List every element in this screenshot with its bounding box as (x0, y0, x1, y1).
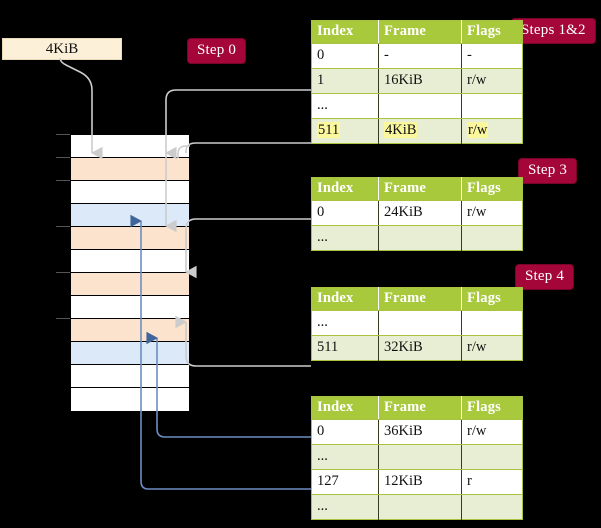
badge-step4: Step 4 (516, 265, 574, 289)
source-frame-box: 4KiB (2, 38, 122, 60)
table-row: 0-- (311, 43, 523, 69)
table-cell (461, 310, 523, 336)
memory-frame-row (71, 342, 189, 365)
table-cell: 16KiB (378, 68, 462, 94)
table-cell: 0 (311, 200, 379, 226)
column-header-frame: Frame (378, 20, 462, 44)
memory-frame-row (71, 135, 189, 158)
table-cell: r (461, 469, 523, 495)
table-row: 511 4KiB r/w (311, 118, 523, 144)
memory-frame-row (71, 250, 189, 273)
table-cell: 0 (311, 419, 379, 445)
memory-frame-row (71, 319, 189, 342)
column-header-frame: Frame (378, 287, 462, 311)
table-cell: r/w (461, 335, 523, 361)
table-cell (461, 93, 523, 119)
memory-frame-row (71, 365, 189, 388)
memory-row-tick (56, 318, 70, 319)
column-header-flags: Flags (461, 177, 523, 201)
table-cell: ... (311, 494, 379, 520)
highlighted-value: 511 (317, 122, 341, 138)
column-header-flags: Flags (461, 396, 523, 420)
table-cell: 511 (311, 335, 379, 361)
table-cell (378, 444, 462, 470)
memory-frame-row (71, 227, 189, 250)
table-cell: 127 (311, 469, 379, 495)
column-header-flags: Flags (461, 287, 523, 311)
table-cell (461, 444, 523, 470)
memory-row-tick (56, 134, 70, 135)
badge-step3: Step 3 (519, 159, 577, 183)
memory-frame-row (71, 388, 189, 411)
table-row: ... (311, 444, 523, 470)
table-cell: 0 (311, 43, 379, 69)
badge-steps1and2: Steps 1&2 (512, 19, 595, 43)
table-row: ... (311, 494, 523, 520)
column-header-index: Index (311, 287, 379, 311)
table-cell: r/w (461, 118, 523, 144)
table-cell: ... (311, 225, 379, 251)
memory-frame-row (71, 181, 189, 204)
table-cell (461, 225, 523, 251)
memory-row-tick (56, 272, 70, 273)
table-cell: r/w (461, 200, 523, 226)
table-row: ... (311, 225, 523, 251)
table-cell: r/w (461, 68, 523, 94)
memory-frame-row (71, 296, 189, 319)
memory-row-tick (56, 226, 70, 227)
column-header-index: Index (311, 177, 379, 201)
memory-frame-row (71, 204, 189, 227)
column-header-frame: Frame (378, 396, 462, 420)
table-row: ... (311, 93, 523, 119)
column-header-flags: Flags (461, 20, 523, 44)
table-cell: 32KiB (378, 335, 462, 361)
table-cell: ... (311, 93, 379, 119)
table-cell: ... (311, 310, 379, 336)
memory-row-tick (56, 180, 70, 181)
table-cell (378, 310, 462, 336)
column-header-index: Index (311, 20, 379, 44)
table-cell: ... (311, 444, 379, 470)
memory-frame-row (71, 158, 189, 181)
table-cell (378, 93, 462, 119)
table-cell: r/w (461, 419, 523, 445)
physical-memory-column (70, 134, 190, 412)
table-cell: 12KiB (378, 469, 462, 495)
highlighted-value: 4KiB (384, 122, 418, 138)
table-row: ... (311, 310, 523, 336)
table-cell (461, 494, 523, 520)
table-cell: 24KiB (378, 200, 462, 226)
badge-step0: Step 0 (188, 39, 246, 63)
table-cell: 36KiB (378, 419, 462, 445)
table-cell: 4KiB (378, 118, 462, 144)
table-cell: 1 (311, 68, 379, 94)
table-cell (378, 494, 462, 520)
memory-frame-row (71, 273, 189, 296)
highlighted-value: r/w (467, 122, 489, 138)
table-cell (378, 225, 462, 251)
column-header-frame: Frame (378, 177, 462, 201)
table-cell: 511 (311, 118, 379, 144)
memory-row-tick (56, 157, 70, 158)
table-cell: - (378, 43, 462, 69)
column-header-index: Index (311, 396, 379, 420)
table-cell: - (461, 43, 523, 69)
